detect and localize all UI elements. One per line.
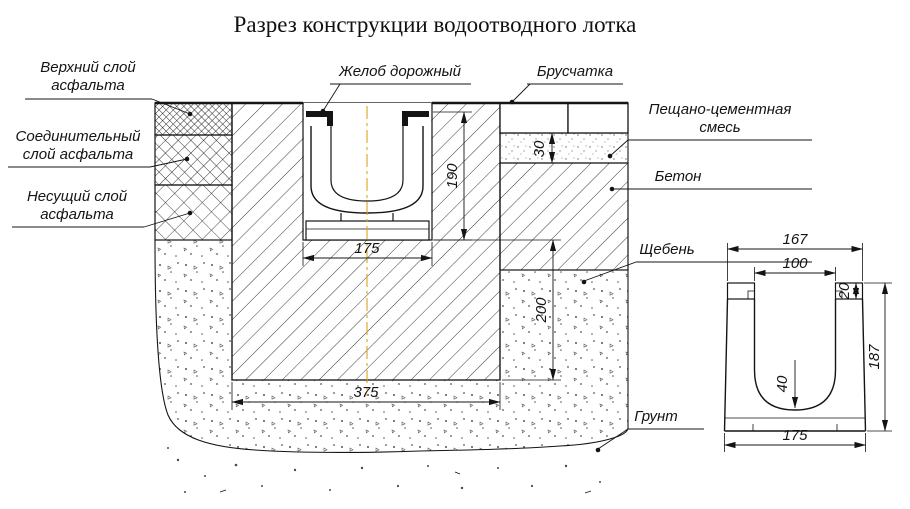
concrete-right xyxy=(499,162,629,271)
label-asphalt-base-line2: асфальта xyxy=(40,206,114,223)
drawing-title: Разрез конструкции водоотводного лотка xyxy=(234,12,637,37)
asphalt-mid-layer xyxy=(154,134,233,186)
gutter-section xyxy=(302,103,433,396)
leader-line xyxy=(511,83,531,103)
dim-detail-top-width: 167 xyxy=(727,231,863,281)
dim-detail-inner-width: 100 xyxy=(754,255,836,281)
detail-wall-left xyxy=(723,298,729,432)
leader-dot xyxy=(187,210,193,216)
ground-specks xyxy=(167,447,601,494)
leader-line xyxy=(151,98,191,115)
label-asphalt-top-line1: Верхний слой xyxy=(40,59,136,76)
dim-gutter-depth-text: 190 xyxy=(444,163,461,189)
leader-line xyxy=(149,158,188,168)
label-gravel-text: Щебень xyxy=(639,241,694,258)
leader-dot xyxy=(509,99,515,105)
label-gutter: Желоб дорожный xyxy=(320,63,471,114)
dim-detail-inner-width-text: 100 xyxy=(782,255,808,272)
dim-detail-rim-height: 20 xyxy=(836,282,860,300)
label-asphalt-base: Несущий слой асфальта xyxy=(12,188,193,228)
dim-detail-bottom-width-text: 175 xyxy=(782,427,808,444)
leader-dot xyxy=(595,447,601,453)
detail-cavity xyxy=(753,299,837,411)
dim-base-depth: 200 xyxy=(434,239,561,381)
roadbase-right xyxy=(499,102,629,271)
label-sand-cement-line2: смесь xyxy=(699,119,740,136)
leader-dot xyxy=(609,186,615,192)
label-ground: Грунт xyxy=(595,408,704,453)
leader-line xyxy=(597,428,629,450)
label-gutter-text: Желоб дорожный xyxy=(338,63,462,80)
dim-detail-rim-height-text: 20 xyxy=(836,282,853,300)
dim-detail-height-text: 187 xyxy=(866,344,883,370)
dim-ext-lines xyxy=(302,242,433,266)
detail-view: 167 100 20 187 40 xyxy=(723,231,892,452)
label-ground-text: Грунт xyxy=(634,408,678,425)
detail-wall-right xyxy=(861,298,867,432)
label-asphalt-mid-line1: Соединительный xyxy=(16,128,142,145)
leader-dot xyxy=(607,153,613,159)
label-asphalt-base-line1: Несущий слой xyxy=(27,188,128,205)
dim-base-width: 375 xyxy=(231,382,501,410)
leader-line xyxy=(609,139,629,157)
asphalt-layers xyxy=(154,102,233,241)
detail-rim-right-step xyxy=(835,290,843,299)
leader-dot xyxy=(187,111,193,117)
dim-detail-bottom-width: 175 xyxy=(724,427,866,452)
label-concrete: Бетон xyxy=(609,168,812,192)
leader-dot xyxy=(184,156,190,162)
label-asphalt-mid-line2: слой асфальта xyxy=(23,146,133,163)
label-asphalt-top-line2: асфальта xyxy=(51,77,125,94)
leader-line xyxy=(322,83,341,112)
dim-gutter-width-text: 175 xyxy=(354,240,380,257)
label-paving: Брусчатка xyxy=(509,63,623,105)
label-paving-text: Брусчатка xyxy=(537,63,613,80)
dim-detail-inner-depth: 40 xyxy=(774,360,799,409)
dim-detail-inner-depth-text: 40 xyxy=(774,375,791,392)
leader-line xyxy=(583,261,637,282)
label-sand-cement-line1: Пещано-цементная xyxy=(649,101,792,118)
dim-gutter-width: 175 xyxy=(302,240,433,266)
leader-dot xyxy=(581,279,587,285)
asphalt-base-layer xyxy=(154,184,233,241)
sand-cement-layer xyxy=(499,132,629,164)
leader-line xyxy=(143,212,191,228)
dim-sand-thickness-text: 30 xyxy=(531,140,548,157)
detail-rim-left-step xyxy=(747,290,755,299)
label-concrete-text: Бетон xyxy=(655,168,702,185)
gutter-wall-inner xyxy=(330,126,404,202)
leader-dot xyxy=(320,108,326,114)
label-sand-cement: Пещано-цементная смесь xyxy=(607,101,812,159)
label-asphalt-mid: Соединительный слой асфальта xyxy=(8,128,190,168)
dim-base-depth-text: 200 xyxy=(533,297,550,324)
dim-sand-thickness: 30 xyxy=(531,132,556,164)
label-asphalt-top: Верхний слой асфальта xyxy=(25,59,193,117)
dim-detail-height: 187 xyxy=(864,282,892,432)
asphalt-top-layer xyxy=(154,102,233,136)
paving-brick-left xyxy=(499,102,569,134)
gutter-rail-right xyxy=(402,111,429,126)
dim-base-width-text: 375 xyxy=(353,384,379,401)
gutter-rail-left xyxy=(306,111,333,126)
paving-brick-right xyxy=(567,102,629,134)
label-gravel: Щебень xyxy=(581,241,812,285)
dim-detail-top-width-text: 167 xyxy=(782,231,808,248)
dim-ext-lines xyxy=(231,382,501,410)
